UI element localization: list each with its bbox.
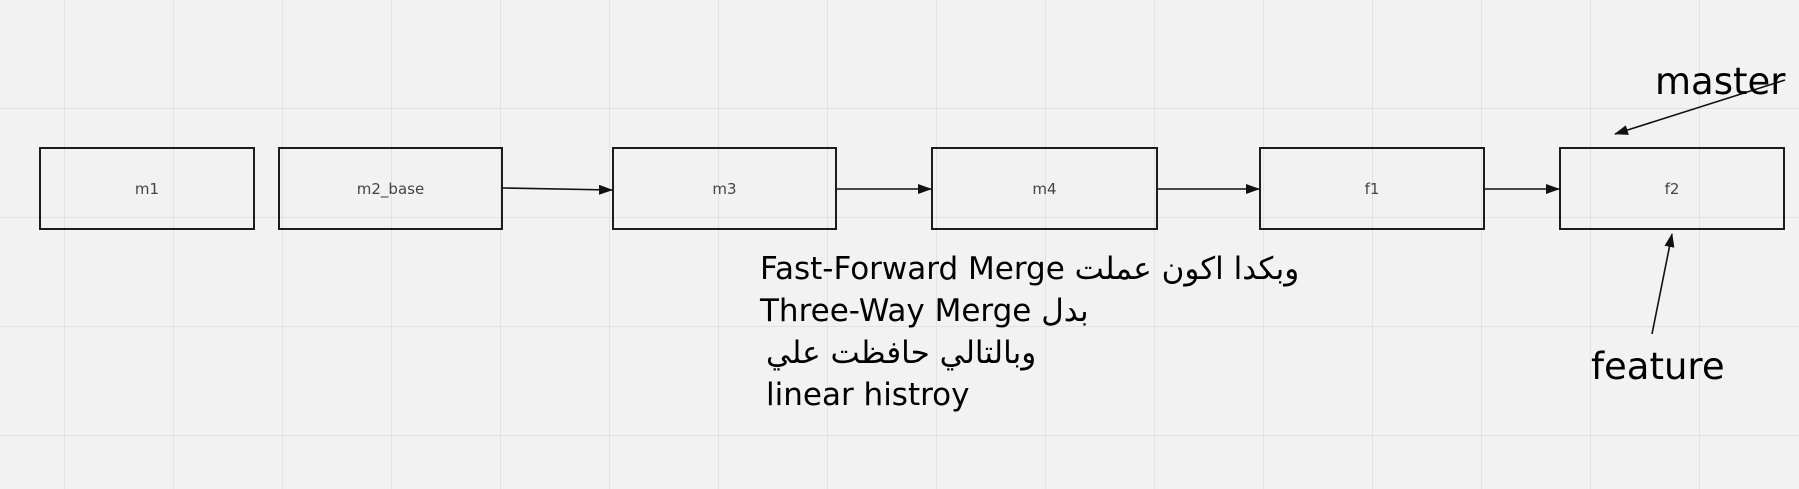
commit-node-m3[interactable]: m3 bbox=[612, 147, 837, 230]
commit-node-m4[interactable]: m4 bbox=[931, 147, 1158, 230]
merge-note: Fast-Forward Merge وبكدا اكون عملت Three… bbox=[760, 248, 1299, 416]
commit-label-m4: m4 bbox=[1032, 179, 1057, 198]
note-line-3: وبالتالي حافظت علي bbox=[766, 335, 1037, 371]
feature-pointer-arrow bbox=[1651, 233, 1675, 335]
master-branch-label: master bbox=[1655, 60, 1786, 103]
feature-branch-label: feature bbox=[1591, 345, 1725, 388]
commit-label-m1: m1 bbox=[134, 179, 160, 198]
note-line-2: Three-Way Merge بدل bbox=[760, 293, 1089, 329]
edge-m2-base-to-m3 bbox=[502, 184, 613, 195]
commit-node-f1[interactable]: f1 bbox=[1259, 147, 1485, 230]
commit-label-f2: f2 bbox=[1664, 179, 1680, 198]
commit-label-m3: m3 bbox=[712, 179, 737, 198]
note-line-1: Fast-Forward Merge وبكدا اكون عملت bbox=[760, 251, 1300, 287]
note-line-4: linear histroy bbox=[766, 377, 970, 413]
commit-node-m1[interactable]: m1 bbox=[39, 147, 255, 230]
commit-label-f1: f1 bbox=[1364, 179, 1380, 198]
commit-label-m2-base: m2_base bbox=[356, 179, 425, 198]
commit-node-m2-base[interactable]: m2_base bbox=[278, 147, 503, 230]
commit-node-f2[interactable]: f2 bbox=[1559, 147, 1785, 230]
